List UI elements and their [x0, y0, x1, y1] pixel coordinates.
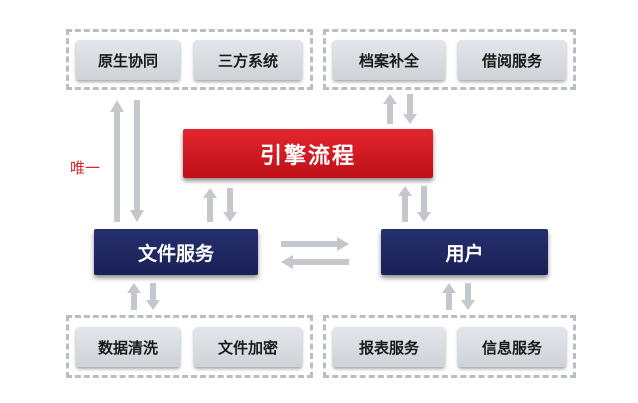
- third-party-system-chip: 三方系统: [194, 40, 302, 80]
- bottom-left-group: [66, 315, 313, 378]
- file-encryption-chip: 文件加密: [194, 327, 302, 367]
- arrow-up-icon: [398, 186, 412, 222]
- borrowing-service-chip: 借阅服务: [458, 40, 566, 80]
- arrow-down-icon: [417, 186, 431, 222]
- arrow-down-icon: [223, 188, 237, 222]
- unique-label: 唯一: [70, 159, 101, 177]
- arrow-up-icon: [127, 283, 141, 310]
- arrow-up-icon: [110, 100, 124, 222]
- arrow-up-icon: [442, 283, 456, 310]
- info-service-chip: 信息服务: [458, 327, 566, 367]
- arrow-down-icon: [146, 283, 160, 310]
- top-right-group: [323, 29, 576, 90]
- arrow-down-icon: [461, 283, 475, 310]
- user-box: 用户: [381, 229, 548, 275]
- arrow-down-icon: [130, 100, 144, 222]
- archive-completion-chip: 档案补全: [333, 40, 445, 80]
- arrow-right-icon: [281, 237, 349, 251]
- report-service-chip: 报表服务: [333, 327, 445, 367]
- arrow-up-icon: [203, 188, 217, 222]
- data-cleaning-chip: 数据清洗: [76, 327, 180, 367]
- native-collaboration-chip: 原生协同: [76, 40, 180, 80]
- bottom-right-group: [323, 315, 576, 378]
- top-left-group: [66, 29, 313, 90]
- arrow-up-icon: [383, 94, 397, 124]
- engine-process-box: 引擎流程: [183, 129, 433, 178]
- arrow-down-icon: [403, 94, 417, 124]
- file-service-box: 文件服务: [94, 229, 258, 275]
- arrow-left-icon: [281, 255, 349, 269]
